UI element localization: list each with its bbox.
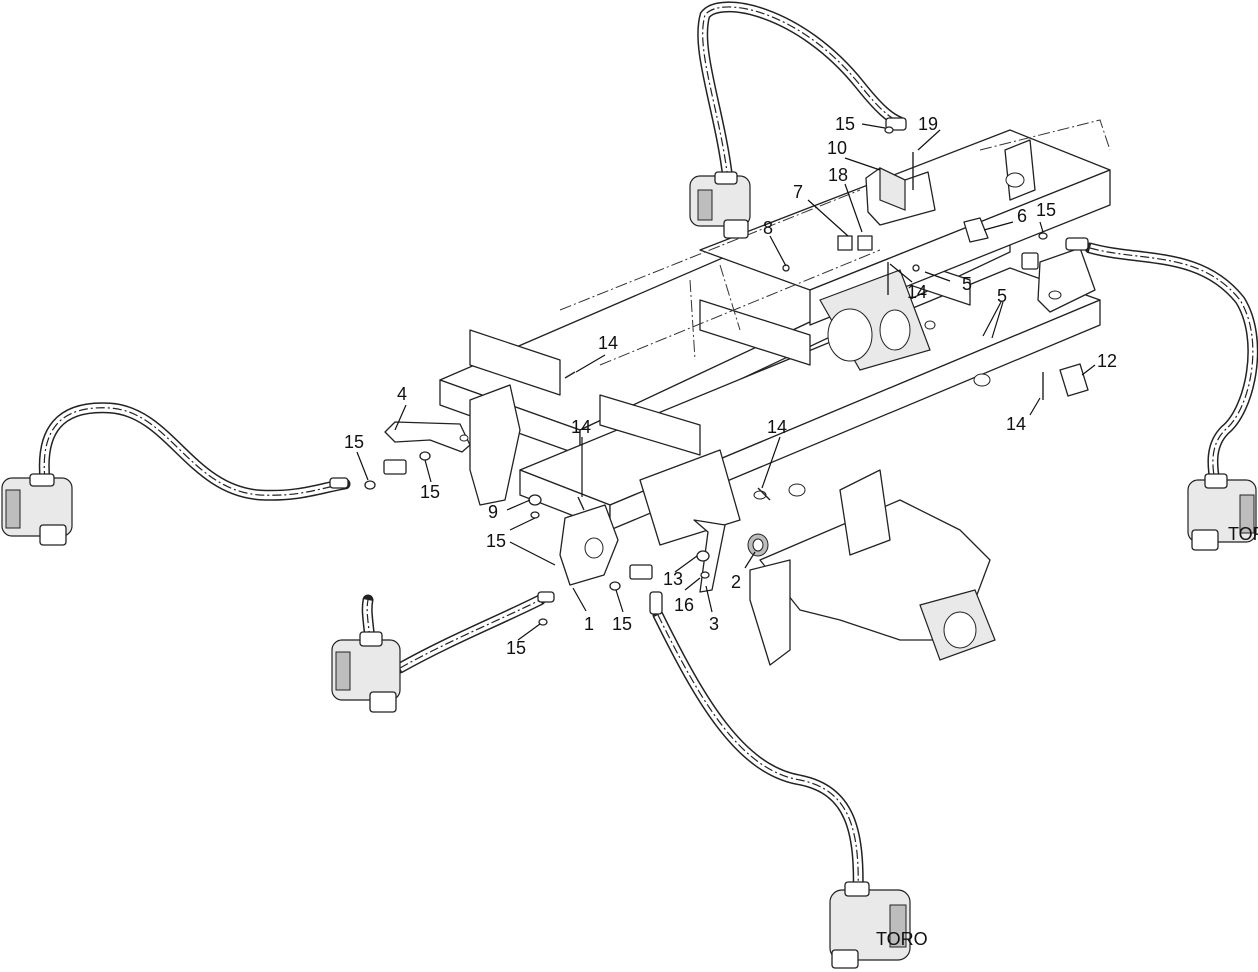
reel-motor-lower-left xyxy=(331,631,401,713)
callout-18: 18 xyxy=(828,165,848,185)
bracket-10 xyxy=(865,167,936,226)
bracket-4 xyxy=(384,421,471,453)
callout-14b: 14 xyxy=(571,417,591,437)
callout-14e: 14 xyxy=(1006,414,1026,434)
callout-15e: 15 xyxy=(612,614,632,634)
callout-14d: 14 xyxy=(907,282,927,302)
fittings xyxy=(329,117,1089,615)
callout-8: 8 xyxy=(763,218,773,238)
reel-motor-top xyxy=(689,171,751,239)
reel-motor-right: TORO xyxy=(1187,473,1258,551)
switch-6 xyxy=(963,217,989,243)
callout-13: 13 xyxy=(663,569,683,589)
reel-motor-bottom: TORO xyxy=(829,881,928,969)
callout-15b: 15 xyxy=(420,482,440,502)
callout-9: 9 xyxy=(488,502,498,522)
callout-15a: 15 xyxy=(344,432,364,452)
callout-5a: 5 xyxy=(997,286,1007,306)
callout-19: 19 xyxy=(918,114,938,134)
switch-7-18 xyxy=(837,235,873,251)
callout-numbers: 1 2 3 4 5 5 6 7 8 9 10 12 13 14 14 14 14… xyxy=(344,114,1117,658)
callout-12: 12 xyxy=(1097,351,1117,371)
callout-7: 7 xyxy=(793,182,803,202)
callout-10: 10 xyxy=(827,138,847,158)
main-frame xyxy=(439,119,1111,666)
reel-motor-left xyxy=(1,473,73,546)
motor-badge-right: TORO xyxy=(1228,524,1258,544)
bushing-2 xyxy=(747,533,769,557)
callout-1: 1 xyxy=(584,614,594,634)
bolts xyxy=(364,126,1048,626)
callout-16: 16 xyxy=(674,595,694,615)
callout-4: 4 xyxy=(397,384,407,404)
leader-lines xyxy=(356,123,1096,641)
callout-15d: 15 xyxy=(506,638,526,658)
plate-1 xyxy=(559,504,619,586)
callout-15g: 15 xyxy=(1036,200,1056,220)
callout-2: 2 xyxy=(731,572,741,592)
switch-12 xyxy=(1059,363,1089,397)
hose-bottom xyxy=(652,609,864,901)
callout-14c: 14 xyxy=(767,417,787,437)
hose-left xyxy=(38,402,351,501)
callout-15f: 15 xyxy=(835,114,855,134)
motor-badge-bottom: TORO xyxy=(876,929,928,949)
callout-3: 3 xyxy=(709,614,719,634)
callout-5b: 5 xyxy=(962,274,972,294)
bracket-right xyxy=(1037,247,1096,313)
callout-14a: 14 xyxy=(598,333,618,353)
callout-6: 6 xyxy=(1017,206,1027,226)
callout-15c: 15 xyxy=(486,531,506,551)
